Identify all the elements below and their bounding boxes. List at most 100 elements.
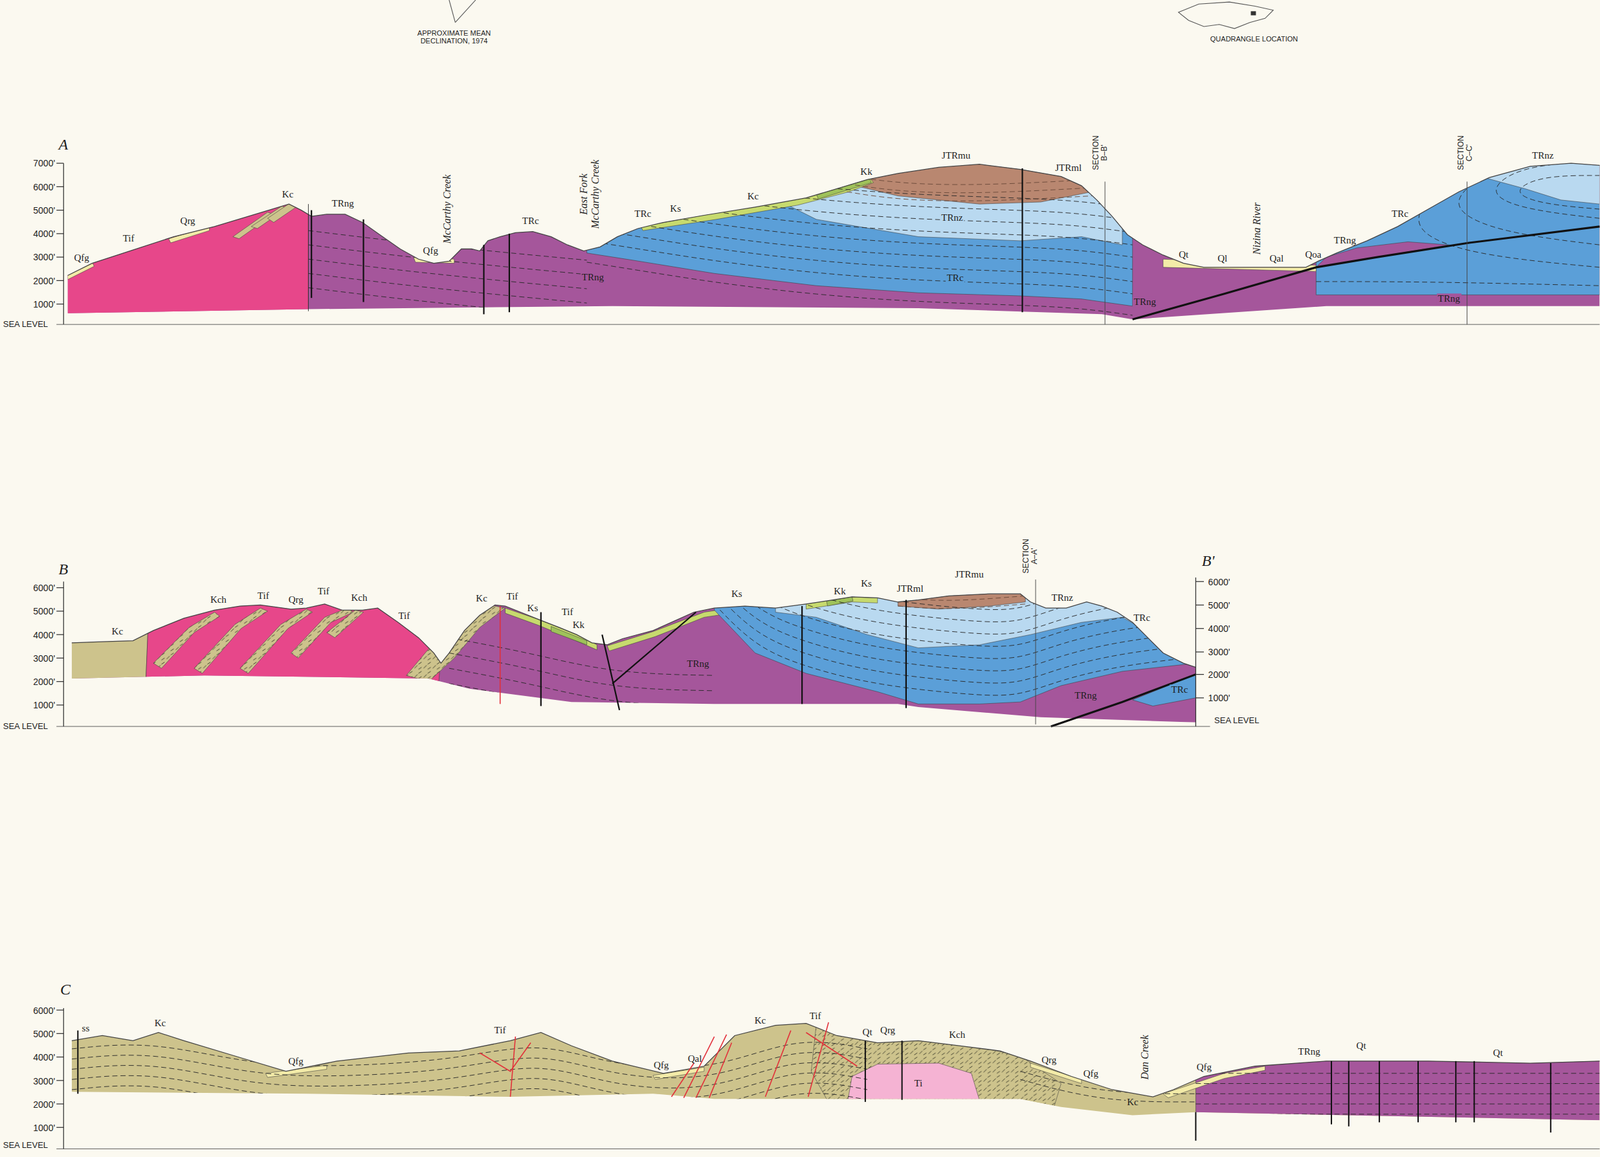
bedding-line xyxy=(1315,281,1600,286)
dike-line xyxy=(805,1032,857,1067)
rock-unit xyxy=(640,177,874,231)
unit-symbol: JTRml xyxy=(897,583,924,595)
bedding-line xyxy=(714,566,1197,659)
sea-level-line xyxy=(56,1148,1600,1149)
axis-tick xyxy=(56,1102,64,1104)
unit-symbol: Ks xyxy=(860,577,872,589)
rock-unit xyxy=(1195,999,1600,1157)
unit-symbol: Ks xyxy=(669,203,681,215)
fold-line xyxy=(1418,163,1600,268)
fault-line xyxy=(905,600,907,709)
fault-line xyxy=(508,233,511,312)
unit-symbol: Qrg xyxy=(180,215,196,227)
elevation-label: 3000' xyxy=(33,1075,56,1086)
fault-line xyxy=(540,612,542,707)
bedding-line xyxy=(308,258,587,289)
unit-symbol: TRng xyxy=(1132,296,1158,308)
axis-tick xyxy=(56,233,64,234)
elevation-label: 7000' xyxy=(33,157,56,169)
unit-symbol: TRc xyxy=(1391,208,1409,220)
fault-line xyxy=(601,634,620,711)
axis-tick xyxy=(56,280,64,281)
breccia-wedge xyxy=(240,609,313,674)
elevation-label: 1000' xyxy=(1208,692,1231,703)
elevation-label: 5000' xyxy=(1208,600,1231,611)
thrust-fault xyxy=(1132,226,1600,320)
unit-symbol: Qt xyxy=(1356,1040,1367,1052)
rock-unit xyxy=(1163,258,1316,272)
unit-symbol: TRc xyxy=(634,208,652,220)
unit-symbol: Qt xyxy=(1493,1047,1503,1059)
unit-symbol: Kc xyxy=(154,1018,167,1030)
bedding-line xyxy=(449,667,715,706)
elevation-label: 2000' xyxy=(33,1099,56,1110)
fault-line xyxy=(482,244,485,314)
unit-symbol: TRng xyxy=(1333,234,1356,246)
elevation-label: 1000' xyxy=(33,699,56,711)
rock-unit xyxy=(505,607,598,650)
north-arrow xyxy=(455,0,476,23)
axis-tick xyxy=(56,209,64,211)
unit-symbol: Kc xyxy=(282,188,294,200)
bedding-line xyxy=(71,1042,868,1068)
unit-symbol: Kc xyxy=(747,191,760,203)
bedding-line xyxy=(1195,1113,1600,1114)
axis-tick xyxy=(56,587,64,588)
sea-level-line xyxy=(56,725,1210,727)
header-note: QUADRANGLE LOCATION xyxy=(1199,34,1310,43)
bedding-line xyxy=(714,591,1197,683)
rock-unit xyxy=(714,550,1197,704)
unit-symbol: JTRmu xyxy=(941,150,971,162)
bedding-line xyxy=(449,653,715,691)
axis-tick xyxy=(56,1033,64,1034)
elevation-label: 5000' xyxy=(33,1028,56,1039)
unit-symbol: Qfg xyxy=(653,1059,669,1071)
unit-symbol: Qal xyxy=(1269,253,1284,265)
thrust-fault xyxy=(1051,674,1197,727)
axis-tick xyxy=(56,1126,64,1128)
fault-line xyxy=(901,1040,903,1100)
dike-line xyxy=(510,1036,516,1097)
header-note: APPROXIMATE MEAN DECLINATION, 1974 xyxy=(399,29,510,45)
unit-symbol: Kc xyxy=(111,625,124,637)
dike-line xyxy=(671,1062,694,1097)
rock-unit xyxy=(0,999,1600,1157)
axis-line xyxy=(63,163,65,325)
unit-symbol: Qrg xyxy=(288,594,304,606)
unit-symbol: TRng xyxy=(1298,1046,1321,1058)
section-body xyxy=(0,518,1600,745)
unit-symbol: Ks xyxy=(731,588,743,600)
bedding-line xyxy=(587,262,1133,316)
unit-symbol: TRng xyxy=(332,198,355,210)
fold-line xyxy=(1496,161,1600,219)
unit-symbol: JTRml xyxy=(1055,163,1082,175)
unit-symbol: Tif xyxy=(398,611,410,623)
bedding-line xyxy=(449,637,715,676)
axis-tick xyxy=(56,680,64,682)
sea-level-label: SEA LEVEL xyxy=(3,1139,48,1150)
bedding-line xyxy=(846,191,1092,201)
north-arrow xyxy=(449,0,456,23)
rock-unit xyxy=(587,102,1133,307)
axis-tick xyxy=(1195,651,1204,652)
section-crossing-label: SECTION C–C' xyxy=(1456,132,1474,173)
unit-symbol: Qt xyxy=(1178,249,1189,261)
bedding-line xyxy=(714,530,1197,622)
unit-symbol: TRc xyxy=(1133,612,1151,624)
rock-unit xyxy=(826,596,854,606)
sea-level-label: SEA LEVEL xyxy=(1214,715,1259,726)
bedding-line xyxy=(71,1072,868,1098)
bedding-line xyxy=(714,542,1197,634)
section-crossing-label: SECTION B–B' xyxy=(1091,132,1109,173)
elevation-label: 6000' xyxy=(33,181,56,192)
sea-level-line xyxy=(56,324,1600,325)
unit-symbol: Kk xyxy=(572,620,585,632)
rock-unit xyxy=(1030,1062,1082,1084)
rock-unit xyxy=(67,262,95,280)
section-crossing xyxy=(1035,579,1037,725)
bedding-line xyxy=(71,1052,868,1078)
dike-line xyxy=(499,605,501,704)
axis-tick xyxy=(1195,697,1204,698)
axis-tick xyxy=(56,256,64,257)
